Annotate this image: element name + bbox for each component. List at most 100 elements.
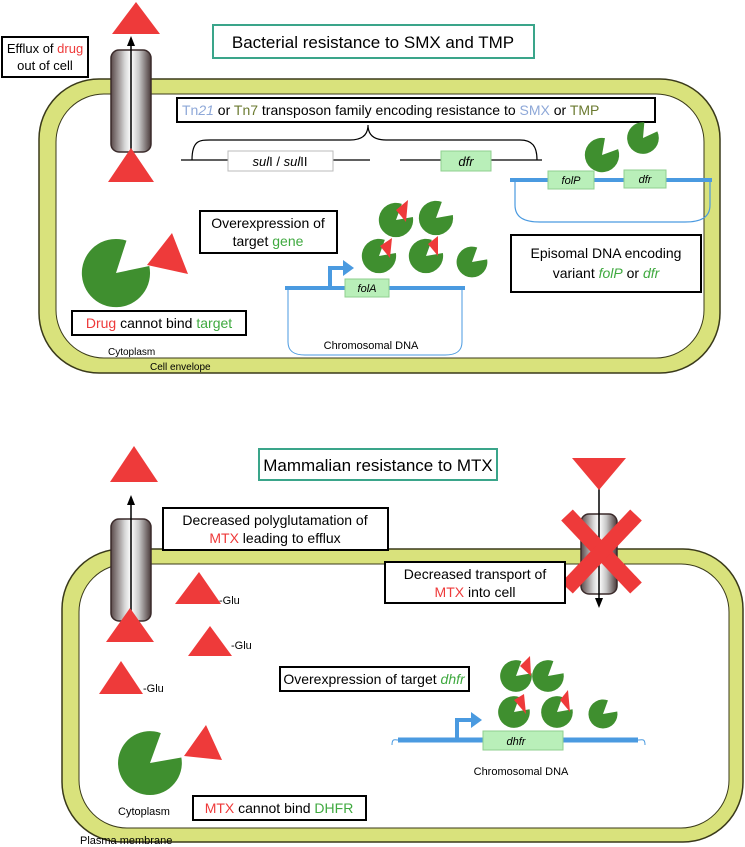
bacterial-cytoplasm-label: Cytoplasm	[108, 347, 155, 358]
dhfr-gene-box	[482, 730, 564, 751]
mammalian-cannot-bind-box: MTX cannot bind DHFR	[192, 795, 367, 821]
sul2-roman: II	[300, 154, 307, 169]
dhfr-gene-label: dhfr	[507, 736, 527, 748]
mtx-triangle-out	[110, 446, 158, 482]
bacterial-chromosome: folA Chromosomal DNA	[285, 260, 465, 356]
efflux-line1-a: Efflux of	[7, 41, 57, 56]
bacterial-overexpression-gene: gene	[272, 233, 303, 249]
glu-label-1: -Glu	[219, 595, 240, 607]
smx-label: SMX	[520, 102, 551, 118]
plasmid-dfr-box	[623, 169, 667, 189]
sul-gene-box	[227, 150, 334, 172]
polyglutamation-box: Decreased polyglutamation of MTX leading…	[162, 507, 389, 551]
polyglutamation-mtx: MTX	[209, 530, 239, 546]
transport-mtx: MTX	[435, 584, 465, 600]
transposon-middle: transposon family encoding resistance to	[258, 102, 519, 118]
glu-mtx-3: -Glu	[99, 661, 164, 695]
sul2-italic: sul	[284, 154, 302, 169]
tn21-prefix: Tn	[182, 102, 198, 118]
bacterial-overexpression-target: target	[233, 233, 273, 249]
sul1-roman: I /	[269, 154, 283, 169]
cannot-bind-target: target	[196, 315, 232, 331]
plasma-membrane-label: Plasma membrane	[80, 835, 172, 847]
svg-text:Tn21 or Tn7 transposon family: Tn21 or Tn7 transposon family encoding r…	[182, 102, 599, 118]
bacterial-overexpression-line1: Overexpression of	[211, 215, 325, 231]
svg-text:MTX into cell: MTX into cell	[435, 584, 516, 600]
transposon-or2: or	[550, 102, 570, 118]
mammalian-cannot-bind-middle: cannot bind	[234, 800, 314, 816]
episomal-or: or	[623, 265, 643, 281]
plasmid-folp-box	[547, 170, 595, 190]
fola-gene-label: folA	[358, 283, 377, 295]
bacterial-overexpression-box: Overexpression of target gene	[199, 210, 338, 254]
mammalian-cannot-bind-dhfr: DHFR	[314, 800, 353, 816]
glu-label-2: -Glu	[231, 640, 252, 652]
mammalian-overexpression-gene: dhfr	[441, 671, 466, 687]
transposon-box: Tn21 or Tn7 transposon family encoding r…	[176, 97, 656, 123]
promoter-arrow-bacterial	[328, 266, 344, 288]
svg-text:sulI / sulII: sulI / sulII	[253, 154, 308, 169]
sul1-italic: sul	[253, 154, 271, 169]
episomal-line1: Episomal DNA encoding	[531, 245, 682, 261]
polyglutamation-line1: Decreased polyglutamation of	[182, 512, 367, 528]
efflux-drug-word: drug	[57, 41, 83, 56]
blocked-cross	[561, 509, 642, 594]
svg-text:Efflux of drug: Efflux of drug	[7, 41, 83, 56]
polyglutamation-line2: leading to efflux	[239, 530, 341, 546]
transport-box: Decreased transport of MTX into cell	[384, 561, 566, 604]
efflux-line2: out of cell	[17, 58, 73, 73]
transport-line1: Decreased transport of	[404, 566, 547, 582]
episomal-box: Episomal DNA encoding variant folP or df…	[510, 234, 702, 293]
mammalian-large-mtx	[184, 725, 222, 760]
svg-text:MTX cannot bind DHFR: MTX cannot bind DHFR	[205, 800, 354, 816]
plasmid-folp-label: folP	[562, 175, 582, 187]
bacterial-chromosome-label: Chromosomal DNA	[324, 340, 419, 352]
mammalian-enzyme-cluster	[491, 655, 622, 735]
mammalian-chromosome: dhfr Chromosomal DNA	[391, 712, 646, 778]
mammalian-plasma-membrane	[61, 548, 744, 843]
bacterial-enzyme-cluster	[354, 195, 493, 284]
bacterial-large-drug	[147, 233, 188, 274]
episomal-dfr: dfr	[643, 265, 661, 281]
mammalian-title: Mammalian resistance to MTX	[263, 456, 493, 475]
plasmid-dfr-label: dfr	[639, 174, 653, 186]
fola-gene-box	[344, 278, 390, 298]
plasmid: folP dfr	[510, 169, 712, 223]
drug-triangle-out	[112, 2, 160, 34]
transposon-brace	[191, 124, 538, 161]
mtx-triangle-outside	[572, 458, 626, 490]
svg-text:variant folP or dfr: variant folP or dfr	[553, 265, 661, 281]
glu-mtx-2: -Glu	[188, 626, 252, 656]
tmp-label: TMP	[570, 102, 600, 118]
cell-envelope-label: Cell envelope	[150, 362, 211, 373]
glu-label-3: -Glu	[143, 683, 164, 695]
mammalian-overexpression-box: Overexpression of target dhfr	[279, 666, 470, 692]
transport-line2: into cell	[464, 584, 515, 600]
episomal-folp: folP	[599, 265, 624, 281]
svg-text:MTX leading to efflux: MTX leading to efflux	[209, 530, 340, 546]
tn7-label: Tn7	[234, 102, 258, 118]
svg-text:Overexpression of target dhfr: Overexpression of target dhfr	[283, 671, 466, 687]
mammalian-cannot-bind-mtx: MTX	[205, 800, 235, 816]
mtx-triangle-in	[106, 608, 154, 642]
drug-triangle-in	[108, 148, 154, 182]
cannot-bind-drug: Drug	[86, 315, 116, 331]
mammalian-overexpression-text: Overexpression of target	[283, 671, 440, 687]
mammalian-cytoplasm-label: Cytoplasm	[118, 806, 170, 818]
efflux-channel	[110, 36, 152, 153]
glu-mtx-1: -Glu	[175, 572, 240, 607]
mammalian-efflux-channel	[110, 495, 152, 622]
dfr-gene-label: dfr	[458, 154, 474, 169]
episomal-variant: variant	[553, 265, 599, 281]
bacterial-title-box: Bacterial resistance to SMX and TMP	[212, 24, 535, 59]
tn21-number: 21	[197, 102, 214, 118]
efflux-label-box: Efflux of drug out of cell	[1, 36, 89, 78]
promoter-arrow-mammalian	[455, 718, 472, 740]
svg-text:target gene: target gene	[233, 233, 304, 249]
bacterial-title: Bacterial resistance to SMX and TMP	[232, 33, 514, 52]
mammalian-chromosome-label: Chromosomal DNA	[474, 766, 569, 778]
transposon-dna: sulI / sulII dfr	[181, 150, 542, 172]
dfr-gene-box	[440, 150, 492, 172]
bacterial-cannot-bind-box: Drug cannot bind target	[71, 310, 247, 336]
